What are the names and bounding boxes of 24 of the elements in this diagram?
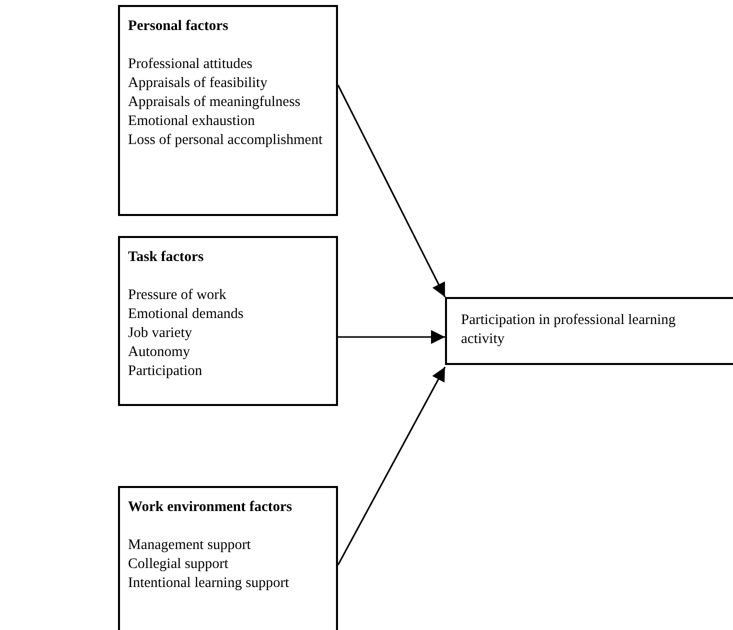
outcome-box	[445, 297, 733, 365]
factor-item: Intentional learning support	[128, 574, 290, 593]
factor-item: Pressure of work	[128, 286, 228, 305]
factor-box	[118, 486, 338, 630]
factor-item: Appraisals of meaningfulness	[128, 93, 302, 112]
factor-box	[118, 236, 338, 406]
arrow	[337, 366, 446, 566]
factor-item: Autonomy	[128, 343, 192, 362]
factor-item: Appraisals of feasibility	[128, 74, 268, 93]
factor-heading: Personal factors	[128, 17, 230, 36]
factor-heading: Task factors	[128, 248, 205, 267]
arrow	[337, 84, 446, 298]
outcome-text: Participation in professional learning activity	[461, 311, 677, 349]
factor-item: Emotional exhaustion	[128, 112, 256, 131]
factor-item: Management support	[128, 536, 252, 555]
factor-item: Participation	[128, 362, 204, 381]
factor-item: Professional attitudes	[128, 55, 254, 74]
factor-item: Collegial support	[128, 555, 230, 574]
arrow	[338, 330, 445, 344]
factor-item: Loss of personal accomplishment	[128, 131, 324, 150]
factor-heading: Work environment factors	[128, 498, 294, 517]
factor-item: Emotional demands	[128, 305, 245, 324]
factor-box	[118, 5, 338, 216]
factor-item: Job variety	[128, 324, 194, 343]
